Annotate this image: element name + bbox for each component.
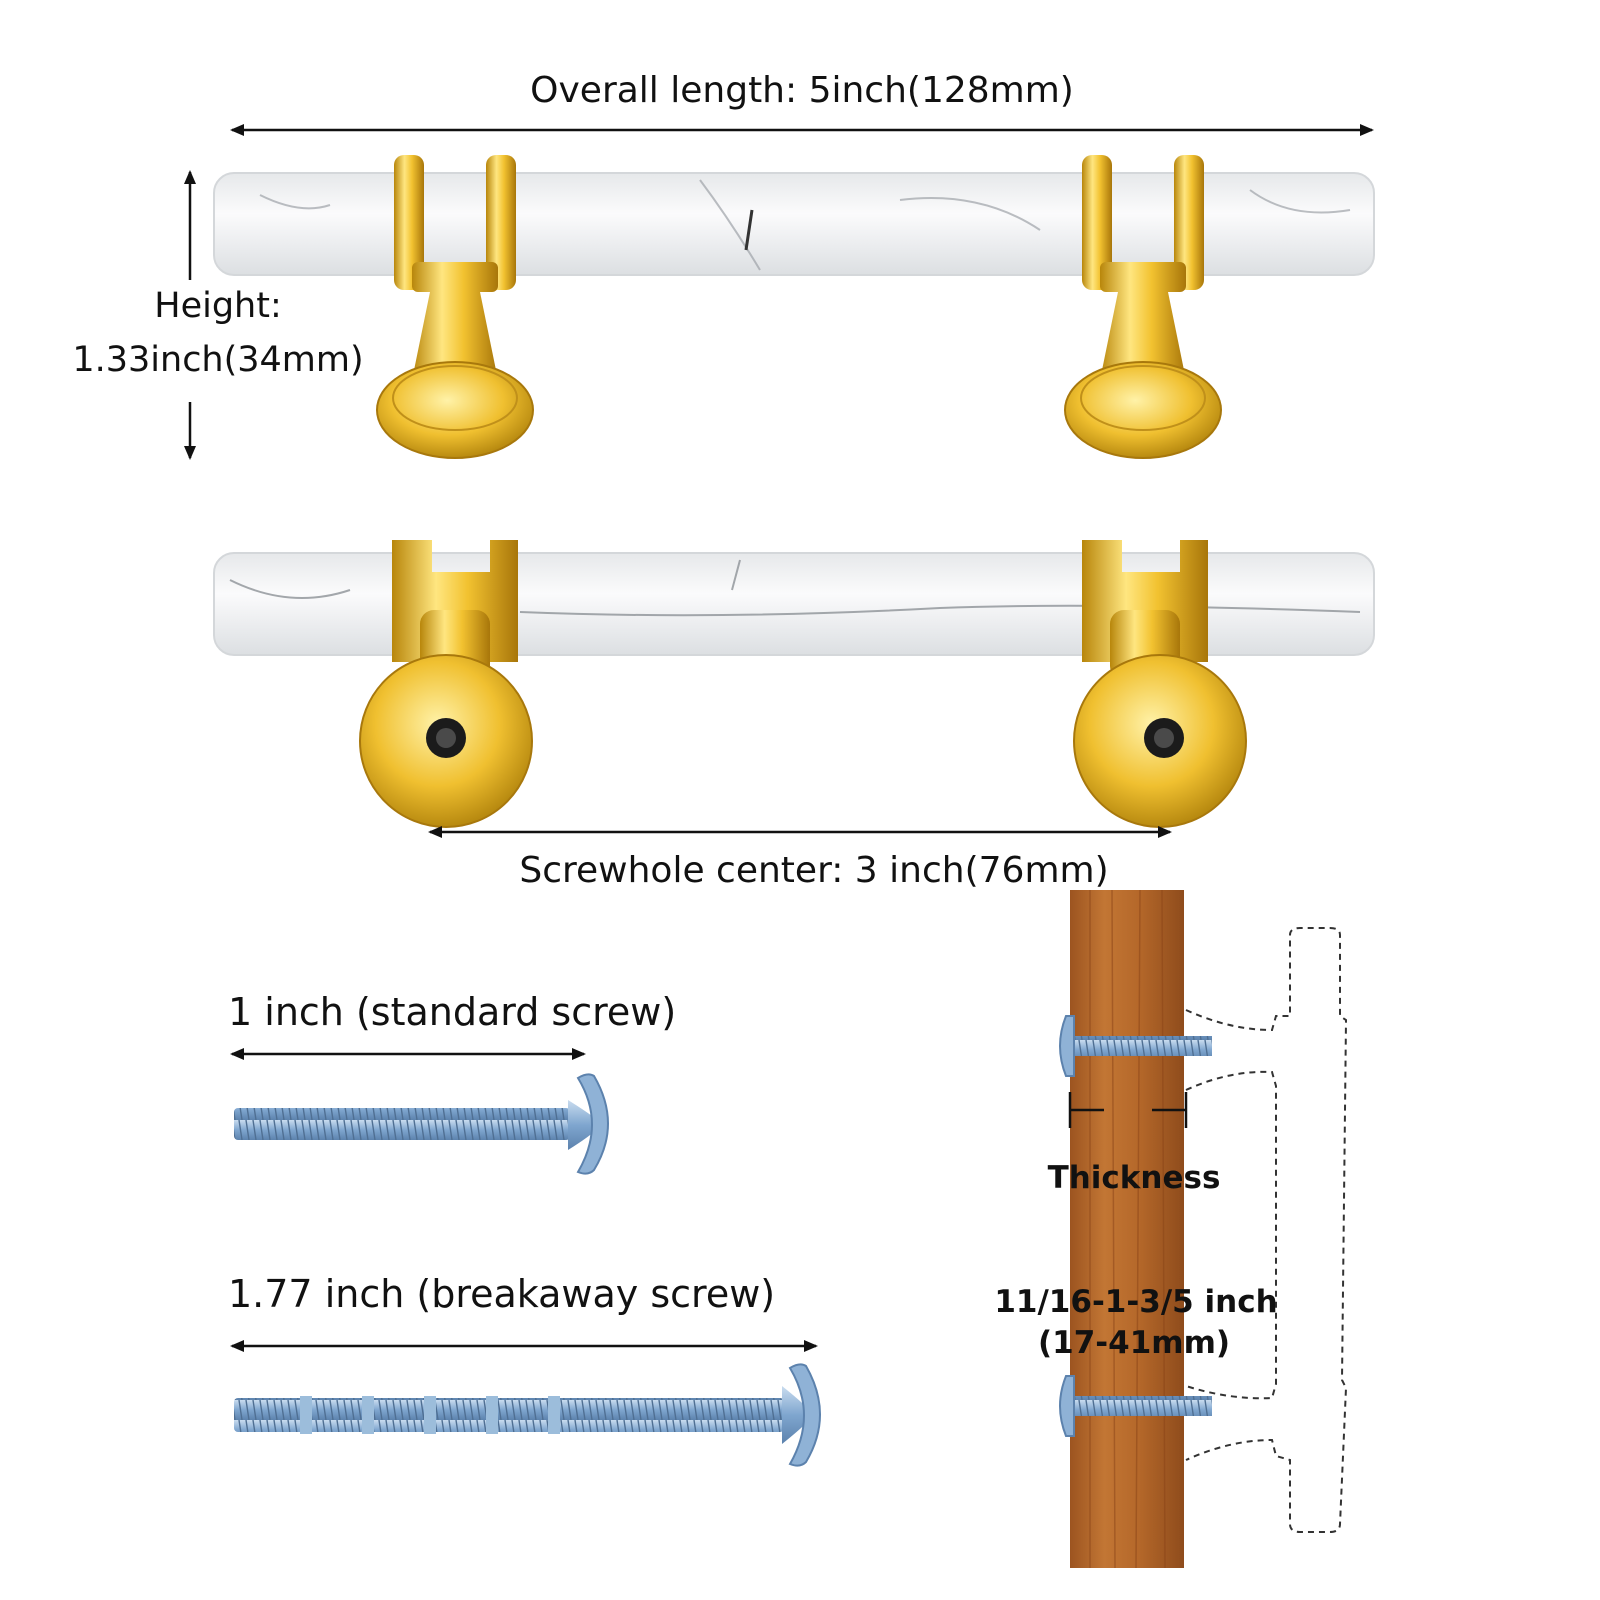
breakaway-screw-label: 1.77 inch (breakaway screw) [228,1272,776,1316]
height-label-line1: Height: [154,286,282,326]
handle-front-view [213,155,1375,459]
installation-diagram [1059,889,1348,1569]
install-screw-bottom [1059,1375,1212,1437]
install-screw-top [1059,1015,1212,1077]
overall-length-label: Overall length: 5inch(128mm) [530,70,1074,111]
screwhole-center-label: Screwhole center: 3 inch(76mm) [519,850,1109,891]
handle-outline [1185,927,1348,1533]
standard-screw [234,1073,609,1175]
right-post [1064,155,1222,459]
breakaway-screw [234,1363,821,1467]
wood-board [1070,890,1184,1568]
thickness-marker [1068,1092,1188,1128]
handle-bottom-view [213,540,1375,828]
left-post [376,155,534,459]
thickness-label: Thickness [1047,1160,1221,1196]
left-mount-bottom [359,540,533,828]
thickness-range-line1: 11/16-1-3/5 inch [994,1284,1278,1320]
right-mount-bottom [1073,540,1247,828]
standard-screw-label: 1 inch (standard screw) [228,990,677,1034]
height-label-line2: 1.33inch(34mm) [72,340,364,380]
thickness-range-line2: (17-41mm) [1037,1325,1231,1361]
